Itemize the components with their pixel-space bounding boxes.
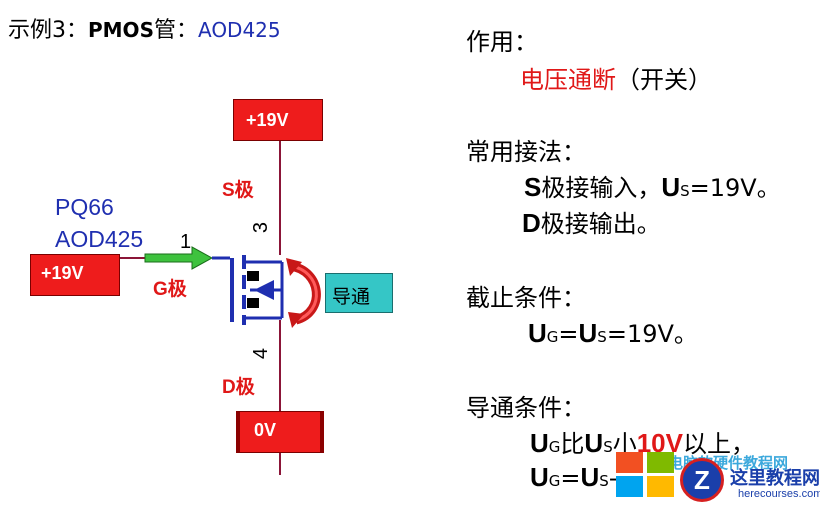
eq-sign: = (558, 320, 579, 348)
g-pole-label: G极 (153, 279, 187, 300)
current-arrow-head-top (286, 258, 302, 276)
current-arrow (289, 261, 321, 325)
u-letter: U (578, 318, 598, 348)
u-letter: U (580, 462, 600, 492)
u-letter: U (528, 318, 547, 348)
eq-value: =19V。 (606, 320, 698, 348)
d-letter: D (522, 208, 541, 238)
pad-bottom (247, 298, 259, 308)
s-letter: S (524, 172, 542, 202)
part-reference: PQ66 (55, 194, 114, 220)
watermark-url: herecourses.com (738, 488, 820, 500)
usage-red: 电压通断 (520, 66, 616, 94)
conduct-box: 导通 (325, 273, 393, 313)
title-part: AOD425 (197, 18, 281, 42)
cutoff-heading: 截止条件： (466, 284, 586, 312)
cutoff-line: UG=US=19V。 (528, 314, 698, 349)
s-subscript: S (599, 472, 609, 490)
g-subscript: G (548, 438, 561, 456)
current-arrow-head-bottom (288, 312, 304, 328)
watermark-logo-icon: Z (680, 458, 724, 502)
u-letter: U (584, 428, 604, 458)
page-title: 示例3：PMOS管：AOD425 (8, 12, 281, 44)
conduct-line-2: UG=US- (530, 462, 618, 493)
gate-arrow (144, 246, 214, 270)
watermark-site-name: 这里教程网 (730, 468, 820, 489)
title-prefix: 示例3： (8, 18, 88, 43)
s-subscript: S (597, 328, 607, 346)
usage-line: 电压通断（开关） (520, 60, 712, 95)
part-number: AOD425 (55, 226, 144, 252)
conduct-line-1: UG比US小10V以上， (530, 424, 755, 459)
compare-word: 比 (560, 430, 585, 458)
current-arrow-highlight (289, 264, 318, 322)
body-arrow (254, 280, 274, 300)
drain-voltage-box: 0V (236, 411, 324, 453)
pin-1: 1 (180, 231, 192, 253)
title-guan: 管： (153, 18, 198, 43)
u-letter: U (661, 172, 681, 202)
s-eq: =19V。 (689, 174, 781, 202)
s-connection-line: S极接输入，US=19V。 (524, 168, 781, 203)
g-subscript: G (548, 472, 561, 490)
conduct-heading: 导通条件： (466, 394, 586, 422)
d-text: 极接输出。 (540, 210, 661, 238)
d-connection-line: D极接输出。 (522, 204, 661, 239)
usage-heading: 作用： (466, 28, 538, 56)
d-pole-label: D极 (222, 377, 255, 398)
usage-rest: （开关） (616, 66, 712, 94)
g-subscript: G (546, 328, 559, 346)
tail-mark: - (608, 464, 618, 492)
common-heading: 常用接法： (466, 138, 586, 166)
s-subscript: S (603, 438, 613, 456)
eq-sign: = (560, 464, 581, 492)
s-subscript: S (680, 182, 690, 200)
pin-4: 4 (250, 347, 273, 360)
windows-logo-icon (616, 452, 674, 497)
above-word: 以上， (682, 430, 755, 458)
u-letter: U (530, 462, 549, 492)
pin-3: 3 (250, 221, 273, 234)
s-text: 极接输入， (541, 174, 662, 202)
pad-top (247, 271, 259, 281)
gate-voltage-box: +19V (30, 254, 120, 296)
title-pmos: PMOS (88, 18, 154, 42)
s-pole-label: S极 (222, 180, 254, 201)
u-letter: U (530, 428, 549, 458)
source-voltage-box: +19V (233, 99, 323, 141)
